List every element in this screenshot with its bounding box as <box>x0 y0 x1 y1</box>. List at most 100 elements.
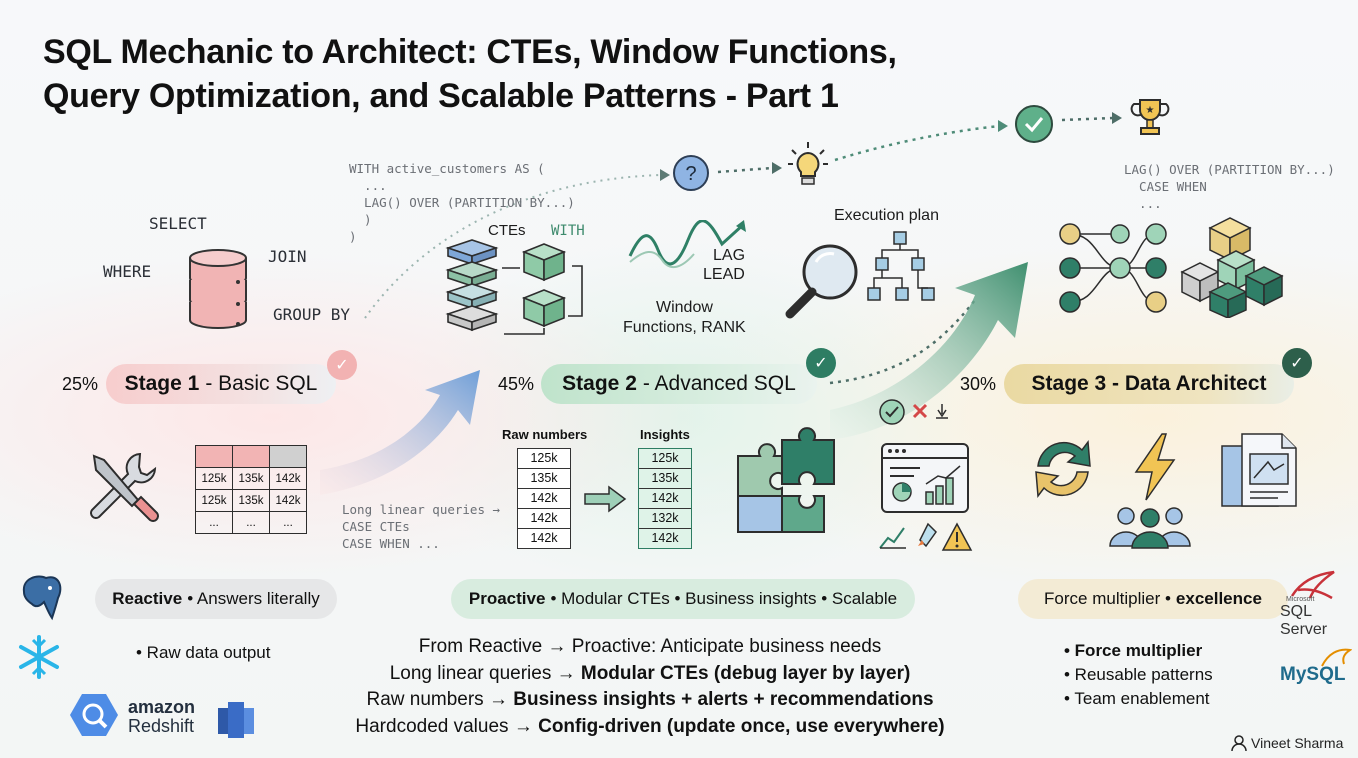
stage3-tag-rest: Force multiplier • <box>1044 589 1171 608</box>
stage1-name-bold: Stage 1 <box>124 372 200 395</box>
stage2-tag: Proactive• Modular CTEs • Business insig… <box>451 579 915 619</box>
wave-chart-icon <box>628 219 748 275</box>
redshift-logo-text: Redshift <box>128 716 195 736</box>
summary-plain: Raw numbers → <box>366 689 514 710</box>
status-icons <box>878 398 958 433</box>
team-icon <box>1108 504 1192 555</box>
list-item: 125k <box>518 449 570 469</box>
insights-label: Insights <box>640 427 690 442</box>
stage3-percent: 30% <box>960 374 997 394</box>
postgres-icon <box>16 572 64 627</box>
list-item: 142k <box>639 489 691 509</box>
raw-numbers-label: Raw numbers <box>502 427 588 442</box>
table-cell: 135k <box>232 489 270 512</box>
cte-stack-icon <box>444 238 594 347</box>
summary-plain: Long linear queries → <box>389 662 581 684</box>
execution-plan-label: Execution plan <box>834 207 939 224</box>
amazon-logo-text: amazon <box>128 697 196 717</box>
sqlserver-icon <box>1288 570 1338 605</box>
table-cell: 142k <box>269 489 307 512</box>
code-snippet-with: WITH active_customers AS ( ... LAG() OVE… <box>349 161 575 244</box>
trophy-icon: ★ <box>1128 96 1172 145</box>
stage3-pill: Stage 3 - Data Architect <box>1004 364 1294 404</box>
raw-numbers-list: 125k 135k 142k 142k 142k <box>517 448 571 549</box>
stage2-check-badge: ✓ <box>806 348 836 378</box>
list-item: 142k <box>530 531 558 545</box>
summary-line: Hardcoded values → Config-driven (update… <box>300 714 1000 741</box>
stage2-tag-rest: • Modular CTEs • Business insights • Sca… <box>550 589 898 608</box>
summary-line: Long linear queries → Modular CTEs (debu… <box>300 661 1000 688</box>
code-snippet-lag: LAG() OVER (PARTITION BY...) CASE WHEN .… <box>1124 162 1335 211</box>
stage2-tag-bold: Proactive <box>468 589 546 608</box>
question-icon: ? <box>672 154 710 197</box>
table-cell: ... <box>195 511 233 534</box>
table-cell: 142k <box>269 467 307 490</box>
lead-label: LEAD <box>703 266 745 283</box>
magnifier-icon <box>782 240 864 327</box>
code-snippet-linear: Long linear queries → CASE CTEs CASE WHE… <box>342 502 501 551</box>
sqlserver-small-text: Microsoft <box>1286 596 1315 603</box>
author-name: Vineet Sharma <box>1251 735 1344 751</box>
bigquery-icon <box>68 692 120 743</box>
ctes-label: CTEs <box>488 222 526 239</box>
table-cell: 125k <box>195 489 233 512</box>
list-item: • Force multiplier <box>1064 641 1203 660</box>
summary-list: From Reactive → Proactive: Anticipate bu… <box>300 634 1000 740</box>
list-item: 125k <box>639 449 691 469</box>
keyword-where: WHERE <box>103 262 152 281</box>
page-title: SQL Mechanic to Architect: CTEs, Window … <box>43 30 897 118</box>
cubes-icon <box>1180 214 1284 323</box>
table-row: ......... <box>195 511 307 534</box>
svg-text:?: ? <box>685 163 696 185</box>
keyword-join: JOIN <box>268 247 307 266</box>
lightbulb-icon <box>786 140 830 195</box>
list-item: • Reusable patterns <box>1064 665 1213 684</box>
blueprint-icon <box>1220 432 1300 517</box>
table-cell: ... <box>269 511 307 534</box>
snowflake-icon <box>16 634 62 685</box>
stage2-percent: 45% <box>498 374 535 394</box>
list-item: 142k <box>518 509 570 529</box>
dashboard-icon <box>880 442 970 519</box>
table-cell: 125k <box>195 467 233 490</box>
stage1-name-rest: - Basic SQL <box>205 372 318 395</box>
title-line-1: SQL Mechanic to Architect: CTEs, Window … <box>43 33 897 71</box>
keyword-select: SELECT <box>149 214 207 233</box>
summary-plain: Hardcoded values → <box>355 715 539 737</box>
window-label-2: Functions, RANK <box>623 319 746 336</box>
stage3-bullets: • Force multiplier • Reusable patterns •… <box>1064 639 1213 711</box>
network-icon <box>1058 220 1168 321</box>
stage3-tag: Force multiplier •excellence <box>1018 579 1288 619</box>
lag-label: LAG <box>713 247 746 264</box>
stage3-tag-bold: excellence <box>1175 589 1262 608</box>
summary-bold: Modular CTEs (debug layer by layer) <box>580 662 911 684</box>
insights-list: 125k 135k 142k 132k 142k <box>638 448 692 549</box>
with-label: WITH <box>551 223 585 239</box>
summary-line: From Reactive → Proactive: Anticipate bu… <box>300 634 1000 661</box>
mysql-dolphin-icon <box>1320 644 1353 673</box>
sqlserver-logo-text: SQL Server <box>1280 603 1328 638</box>
list-item: 135k <box>518 469 570 489</box>
stage1-tag: Reactive• Answers literally <box>95 579 337 619</box>
list-item: 132k <box>639 509 691 529</box>
stage3-check-badge: ✓ <box>1282 348 1312 378</box>
svg-text:★: ★ <box>1146 105 1155 116</box>
list-item: 135k <box>639 469 691 489</box>
stage1-check-badge: ✓ <box>327 350 357 380</box>
database-icon <box>186 246 250 337</box>
lightning-icon <box>1132 432 1178 507</box>
stage1-bullet: • Raw data output <box>136 643 271 662</box>
table-cell: 135k <box>232 467 270 490</box>
tree-icon <box>866 230 938 311</box>
right-arrow-icon <box>583 485 627 518</box>
list-item: • Team enablement <box>1064 689 1210 708</box>
stage1-percent: 25% <box>62 374 99 394</box>
refresh-icon <box>1026 432 1100 511</box>
alerts-icons <box>878 520 974 557</box>
stage1-pill: Stage 1- Basic SQL <box>106 364 336 404</box>
title-line-2: Query Optimization, and Scalable Pattern… <box>43 77 839 115</box>
summary-bold: Business insights + alerts + recommendat… <box>513 689 934 710</box>
summary-bold: Config-driven (update once, use everywhe… <box>538 715 945 737</box>
